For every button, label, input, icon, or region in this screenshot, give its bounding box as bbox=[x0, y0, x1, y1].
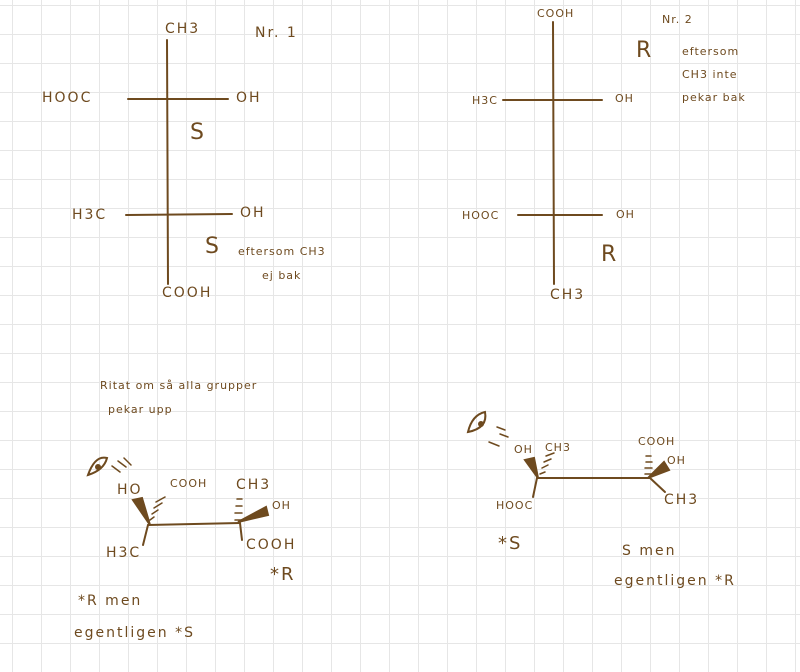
sketch1-heading: pekar upp bbox=[108, 403, 173, 416]
nr1-backbone bbox=[166, 39, 169, 285]
nr2-note: CH3 inte bbox=[682, 68, 738, 81]
sketch1-right-down-label: COOH bbox=[246, 537, 297, 553]
nr2-c2-left: HOOC bbox=[462, 209, 500, 222]
nr2-c2-config: R bbox=[601, 242, 619, 267]
sketch2-left-wedge bbox=[523, 456, 539, 479]
sketch1-cc-bond bbox=[147, 522, 241, 526]
sketch2-left-wedge-label: OH bbox=[514, 443, 533, 456]
sketch2-conclusion: S men bbox=[622, 543, 677, 559]
sketch2-right-dash bbox=[644, 455, 654, 475]
sketch1-config: *R bbox=[270, 564, 296, 585]
sketch1-right-dash bbox=[234, 498, 244, 521]
sketch1-right-wedge-label: OH bbox=[272, 499, 291, 512]
nr2-c1-left: H3C bbox=[472, 94, 498, 107]
nr1-c2-bond bbox=[125, 213, 233, 216]
sketch1-left-down-label: H3C bbox=[106, 545, 142, 561]
sketch1-left-wedge-label: HO bbox=[117, 482, 143, 498]
nr1-c1-right: OH bbox=[236, 90, 262, 106]
sketch1-right-down-bond bbox=[239, 522, 243, 541]
nr1-title: Nr. 1 bbox=[255, 25, 298, 41]
nr1-c2-config: S bbox=[205, 234, 221, 259]
nr1-note: ej bak bbox=[262, 269, 302, 282]
sketch1-left-dash-label: COOH bbox=[170, 477, 208, 490]
sketch2-right-dash-label: COOH bbox=[638, 435, 676, 448]
nr2-bottom-group: CH3 bbox=[550, 287, 586, 303]
sketch1-left-dash bbox=[149, 496, 166, 521]
sketch1-heading: Ritat om så alla grupper bbox=[100, 379, 258, 392]
nr1-note: eftersom CH3 bbox=[238, 245, 326, 258]
nr2-title: Nr. 2 bbox=[662, 13, 693, 26]
eye-icon bbox=[86, 456, 132, 477]
nr1-bottom-group: COOH bbox=[162, 285, 213, 301]
sketch1-conclusion: *R men bbox=[78, 593, 143, 609]
sketch2-left-down-bond bbox=[532, 477, 538, 498]
nr1-top-group: CH3 bbox=[165, 21, 201, 37]
nr2-note: eftersom bbox=[682, 45, 740, 58]
nr2-c2-right: OH bbox=[616, 208, 635, 221]
nr2-backbone bbox=[552, 21, 555, 285]
sketch1-left-down-bond bbox=[142, 524, 149, 546]
nr2-c1-config: R bbox=[636, 38, 654, 63]
sketch2-config: *S bbox=[498, 533, 523, 554]
sketch2-left-dash bbox=[539, 452, 555, 475]
sketch1-left-wedge bbox=[131, 496, 151, 526]
nr2-c1-right: OH bbox=[615, 92, 634, 105]
sketch2-left-dash-label: CH3 bbox=[545, 441, 571, 454]
nr2-note: pekar bak bbox=[682, 91, 746, 104]
sketch2-right-down-label: CH3 bbox=[664, 492, 700, 508]
sketch1-conclusion: egentligen *S bbox=[74, 625, 195, 641]
eye-icon bbox=[466, 410, 509, 447]
sketch2-right-wedge-label: OH bbox=[667, 454, 686, 467]
sketch1-right-wedge bbox=[237, 505, 270, 523]
nr1-c1-config: S bbox=[190, 120, 206, 145]
nr1-c1-left: HOOC bbox=[42, 90, 93, 106]
sketch2-left-down-label: HOOC bbox=[496, 499, 534, 512]
sketch2-conclusion: egentligen *R bbox=[614, 573, 736, 589]
nr2-top-group: COOH bbox=[537, 7, 575, 20]
nr1-c2-left: H3C bbox=[72, 207, 108, 223]
sketch2-right-down-bond bbox=[649, 477, 666, 493]
sketch2-right-wedge bbox=[647, 460, 671, 479]
sketch1-right-dash-label: CH3 bbox=[236, 477, 272, 493]
nr1-c2-right: OH bbox=[240, 205, 266, 221]
